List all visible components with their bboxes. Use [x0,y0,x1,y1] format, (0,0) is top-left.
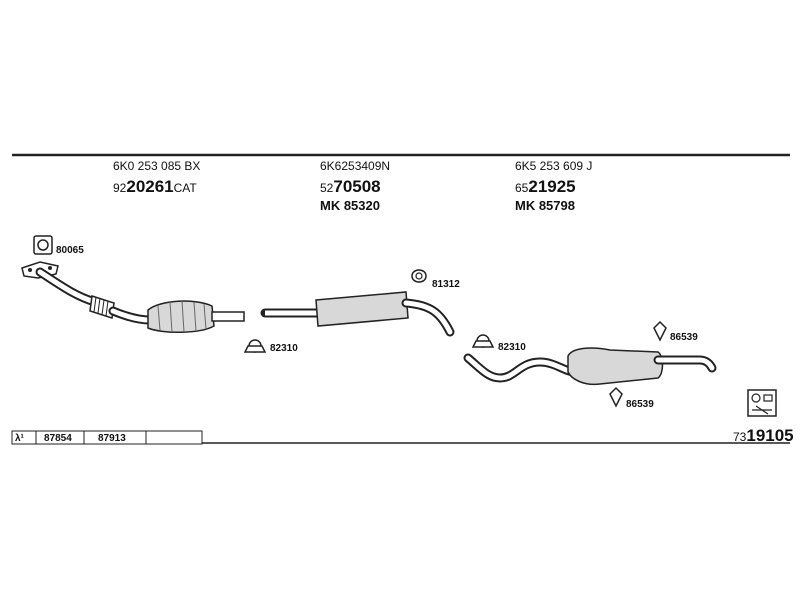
assembly-number: 7319105 [733,426,794,445]
gasket-icon [33,235,53,255]
hanger-label-top: 86539 [670,332,698,343]
part-1-code: 9220261CAT [113,177,197,196]
bracket-label: 81312 [432,279,460,290]
part-3-code: 6521925 [515,177,576,196]
front-pipe-catalytic-converter [21,261,245,334]
mounting-kit-icon [747,389,777,417]
clamp-label-mid: 82310 [498,342,526,353]
legend-cell-1: 87854 [44,433,72,444]
rear-silencer [463,347,717,386]
gasket-label: 80065 [56,245,84,256]
middle-silencer [260,291,455,337]
hanger-icon-bottom [609,386,623,408]
lambda-symbol: λ¹ [15,433,25,444]
part-3-number: 6K5 253 609 J [515,159,592,173]
part-2-number: 6K6253409N [320,159,390,173]
part-2-mk: MK 85320 [320,198,380,213]
part-1-number: 6K0 253 085 BX [113,159,200,173]
hanger-label-bottom: 86539 [626,399,654,410]
bracket-icon [411,269,427,283]
legend-table: λ¹ 87854 87913 [11,430,203,445]
clamp-icon-mid [471,334,495,348]
part-2-code: 5270508 [320,177,381,196]
clamp-label-left: 82310 [270,343,298,354]
hanger-icon-top [653,320,667,342]
legend-cell-2: 87913 [98,433,126,444]
part-3-mk: MK 85798 [515,198,575,213]
clamp-icon-left [243,339,267,353]
